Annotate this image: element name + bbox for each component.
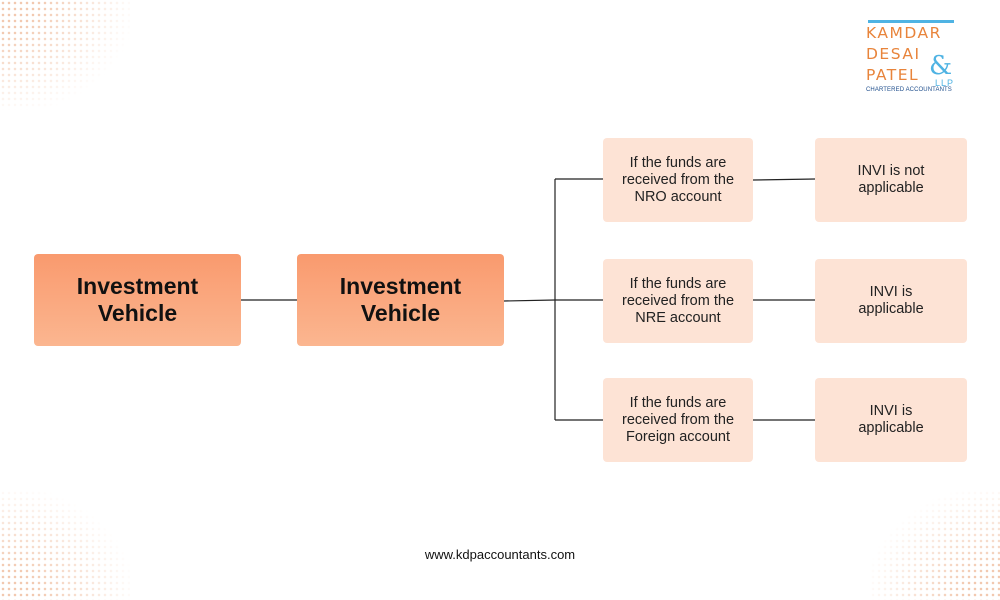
result-label-nre: INVI is applicable [858,284,924,317]
result-label-foreign: INVI is applicable [858,403,924,436]
logo-ampersand: & [929,51,953,81]
corner-dot-pattern-top-left [0,0,130,110]
result-box-nro: INVI is not applicable [815,138,967,222]
condition-box-nro: If the funds are received from the NRO a… [603,138,753,222]
condition-box-foreign: If the funds are received from the Forei… [603,378,753,462]
result-box-nre: INVI is applicable [815,259,967,343]
logo-tagline: CHARTERED ACCOUNTANTS [866,87,952,93]
company-logo: KAMDAR DESAI PATEL & LLP CHARTERED ACCOU… [866,20,958,93]
logo-line-kamdar: KAMDAR [866,24,942,42]
footer-website: www.kdpaccountants.com [424,547,576,562]
logo-line-desai: DESAI [866,45,921,63]
condition-label-nre: If the funds are received from the NRE a… [621,275,735,326]
logo-line-patel: PATEL [866,66,920,84]
condition-label-foreign: If the funds are received from the Forei… [621,394,735,445]
result-box-foreign: INVI is applicable [815,378,967,462]
middle-box-label: Investment Vehicle [339,273,462,326]
root-box-label: Investment Vehicle [76,273,199,326]
logo-accent-bar [868,20,954,23]
connector-nro-to-result [752,178,816,181]
connector-middle-to-trunk [503,299,556,302]
middle-investment-vehicle-box: Investment Vehicle [297,254,504,346]
root-investment-vehicle-box: Investment Vehicle [34,254,241,346]
condition-box-nre: If the funds are received from the NRE a… [603,259,753,343]
corner-dot-pattern-bottom-right [870,490,1000,600]
result-label-nro: INVI is not applicable [857,163,925,196]
corner-dot-pattern-bottom-left [0,490,130,600]
logo-llp: LLP [935,78,955,88]
condition-label-nro: If the funds are received from the NRO a… [621,154,735,205]
